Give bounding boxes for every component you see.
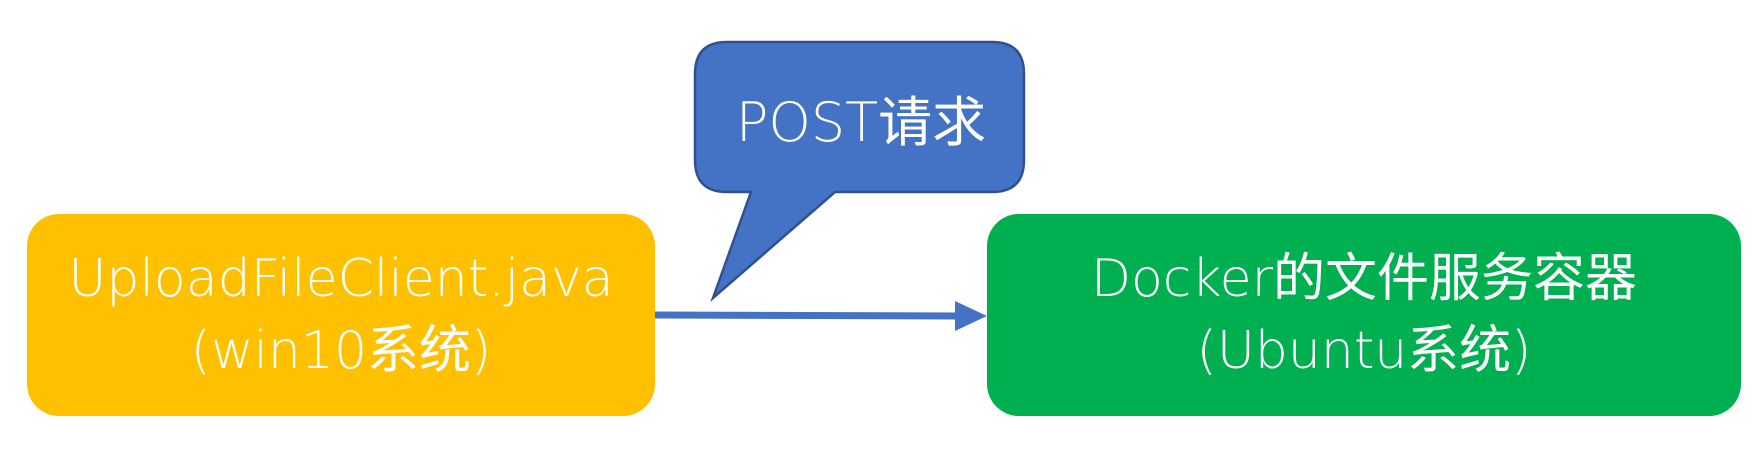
arrow-shaft [654,311,959,320]
client-node: UploadFileClient.java (win10系统) [27,214,655,416]
server-node: Docker的文件服务容器 (Ubuntu系统) [987,214,1741,416]
client-name: UploadFileClient.java [68,249,614,309]
server-os: (Ubuntu系统) [1196,321,1532,381]
server-name: Docker的文件服务容器 [1090,249,1638,309]
client-os: (win10系统) [190,321,492,381]
request-arrow [654,301,987,331]
arrow-head [955,301,987,331]
post-request-callout [693,40,1026,303]
callout-label: POST请求 [735,90,987,154]
